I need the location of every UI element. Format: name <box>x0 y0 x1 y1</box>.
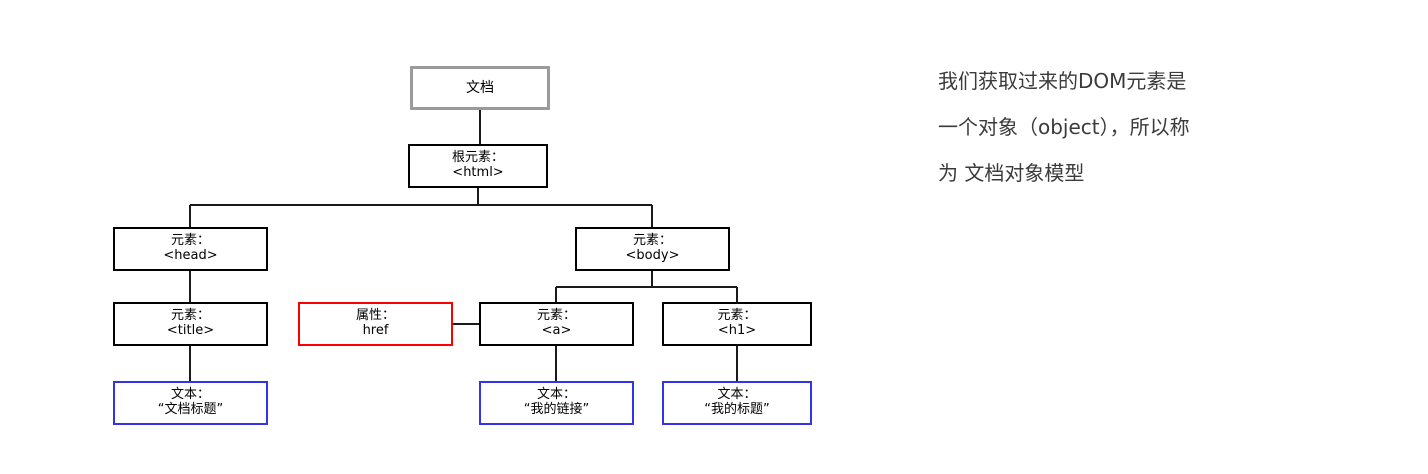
dom-node-text-title: 文本：“文档标题” <box>113 381 268 425</box>
dom-tree-diagram: 文档根元素：<html>元素：<head>元素：<body>元素：<title>… <box>113 66 812 425</box>
diagram-connector-lines <box>189 110 738 381</box>
dom-node-title: 元素：<title> <box>113 302 268 346</box>
dom-node-label-primary: 文本： <box>170 387 210 403</box>
dom-node-h1: 元素：<h1> <box>662 302 812 346</box>
explanation-line: 一个对象（object），所以称 <box>938 115 1190 139</box>
dom-node-label-secondary: href <box>362 323 389 338</box>
dom-node-label-primary: 元素： <box>632 233 672 249</box>
dom-node-label-primary: 文档 <box>466 79 494 96</box>
dom-node-label-primary: 元素： <box>170 308 210 324</box>
dom-node-href: 属性：href <box>298 302 453 346</box>
dom-node-head: 元素：<head> <box>113 227 268 271</box>
dom-node-a: 元素：<a> <box>479 302 634 346</box>
explanation-line: 我们获取过来的DOM元素是 <box>938 69 1187 93</box>
dom-node-label-primary: 元素： <box>536 308 576 324</box>
dom-node-text-a: 文本：“我的链接” <box>479 381 634 425</box>
dom-node-document: 文档 <box>410 66 550 110</box>
dom-node-label-secondary: <a> <box>541 323 572 338</box>
dom-node-label-secondary: <html> <box>452 165 504 180</box>
dom-node-label-primary: 文本： <box>717 387 757 403</box>
dom-node-label-primary: 属性： <box>355 308 395 324</box>
dom-node-label-primary: 元素： <box>717 308 757 324</box>
dom-node-label-secondary: “我的标题” <box>704 402 770 417</box>
dom-node-html: 根元素：<html> <box>408 144 548 188</box>
dom-node-label-secondary: <title> <box>166 323 215 338</box>
explanation-text: 我们获取过来的DOM元素是一个对象（object），所以称为 文档对象模型 <box>938 58 1358 196</box>
explanation-line: 为 文档对象模型 <box>938 161 1085 185</box>
dom-node-text-h1: 文本：“我的标题” <box>662 381 812 425</box>
dom-node-label-secondary: <body> <box>625 248 680 263</box>
dom-node-label-primary: 根元素： <box>451 150 504 166</box>
dom-node-label-secondary: <head> <box>163 248 218 263</box>
dom-node-label-primary: 元素： <box>170 233 210 249</box>
dom-node-label-primary: 文本： <box>536 387 576 403</box>
dom-node-label-secondary: “文档标题” <box>157 402 224 417</box>
dom-node-label-secondary: <h1> <box>717 323 757 338</box>
dom-node-label-secondary: “我的链接” <box>523 402 590 417</box>
dom-node-body: 元素：<body> <box>575 227 730 271</box>
